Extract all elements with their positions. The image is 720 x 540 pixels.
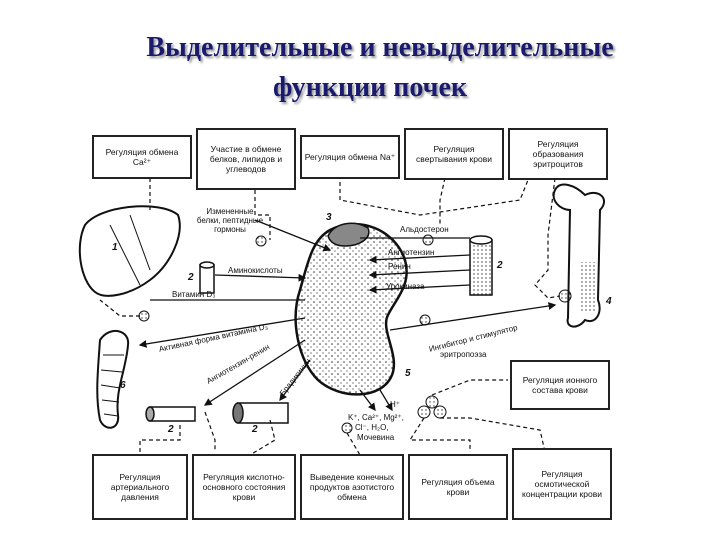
box-osmotic: Регуляция осмотической концентрации кров…: [512, 448, 612, 520]
label-renin: Ренин: [388, 262, 411, 271]
number-3: 3: [326, 212, 332, 223]
vessel-2-bottom-left: [145, 406, 196, 422]
box-erythropoiesis: Регуляция образования эритроцитов: [508, 128, 608, 180]
number-4: 4: [606, 296, 612, 307]
adrenal-gland: [327, 222, 370, 247]
box-blood-pressure: Регуляция артериального давления: [92, 454, 188, 520]
bone-shape: [552, 183, 605, 328]
number-5: 5: [405, 368, 411, 379]
label-angiotensin: Ангиотензин: [388, 248, 435, 257]
liver-shape: [78, 205, 181, 297]
number-2-bottom-left: 2: [168, 424, 174, 435]
vessel-2-right: [469, 235, 493, 296]
label-urokinase: Урокиназа: [386, 282, 425, 291]
label-h-plus: H⁺: [390, 400, 400, 409]
label-ions-2: Cl⁻, H₂O,: [355, 423, 389, 432]
box-coagulation: Регуляция свертывания крови: [404, 128, 504, 180]
label-ions: K⁺, Ca²⁺, Mg²⁺,: [348, 413, 404, 422]
label-urea: Мочевина: [357, 433, 395, 442]
number-2-bottom-right: 2: [252, 424, 258, 435]
label-vitamin-d3: Витамин D₃: [172, 290, 216, 299]
number-6: 6: [120, 380, 126, 391]
box-excretion: Выведение конечных продуктов азотистого …: [300, 454, 404, 520]
number-2-left: 2: [188, 272, 194, 283]
box-blood-volume: Регуляция объема крови: [408, 454, 508, 520]
label-modified-proteins: Измененные белки, пептидные гормоны: [196, 207, 264, 234]
label-aldosterone: Альдостерон: [400, 225, 449, 234]
box-metabolism: Участие в обмене белков, липидов и углев…: [196, 128, 296, 190]
box-ion-regulation: Регуляция ионного состава крови: [510, 360, 610, 410]
box-na-regulation: Регуляция обмена Na⁺: [300, 135, 400, 179]
number-1: 1: [112, 242, 118, 253]
title-line-1: Выделительные и невыделительные: [146, 32, 614, 63]
label-erythropoiesis: эритропоэза: [440, 350, 487, 359]
number-2-right: 2: [497, 260, 503, 271]
vessel-2-left: [199, 261, 215, 294]
label-amino-acids: Аминокислоты: [228, 266, 283, 275]
title-line-2: функции почек: [272, 72, 468, 103]
box-acid-base: Регуляция кислотно-основного состояния к…: [192, 454, 296, 520]
vessel-2-bottom-right: [232, 402, 289, 424]
box-ca-regulation: Регуляция обмена Ca²⁺: [92, 135, 192, 179]
